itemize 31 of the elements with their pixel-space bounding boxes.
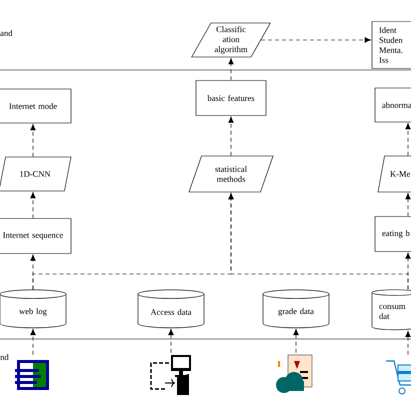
arrow (260, 37, 371, 43)
arrow (30, 124, 36, 157)
cart-icon (386, 360, 411, 394)
data-cylinder: Access data (138, 290, 204, 328)
arrow (228, 116, 234, 156)
arrow (30, 192, 36, 218)
side-label: and (0, 30, 12, 36)
arrow (30, 328, 36, 356)
process-box: basic features (196, 80, 266, 116)
arrow (405, 123, 411, 156)
arrow (405, 193, 411, 216)
side-label: nd (0, 354, 9, 360)
arrow (405, 330, 411, 356)
process-box: Internet sequence (0, 218, 72, 254)
arrow (293, 328, 299, 354)
process-box: Internet mode (0, 88, 72, 124)
data-cylinder: web log (0, 290, 66, 328)
process-parallelogram: statistical methods (188, 156, 274, 192)
process-parallelogram: 1D-CNN (0, 156, 72, 192)
process-parallelogram: K-Me (378, 156, 411, 192)
arrow (168, 328, 174, 354)
process-box: Ident Studen Menta. Iss (372, 21, 411, 69)
process-box: eating b (374, 216, 411, 252)
process-parallelogram: Classific ation algorithm (191, 22, 271, 58)
computer-door-icon (150, 355, 191, 395)
list-icon (15, 360, 49, 390)
data-cylinder: consum dat (372, 289, 411, 330)
arrow (228, 58, 234, 80)
data-cylinder: grade data (262, 290, 330, 328)
document-cloud-icon (276, 354, 312, 393)
arrow (405, 252, 411, 290)
